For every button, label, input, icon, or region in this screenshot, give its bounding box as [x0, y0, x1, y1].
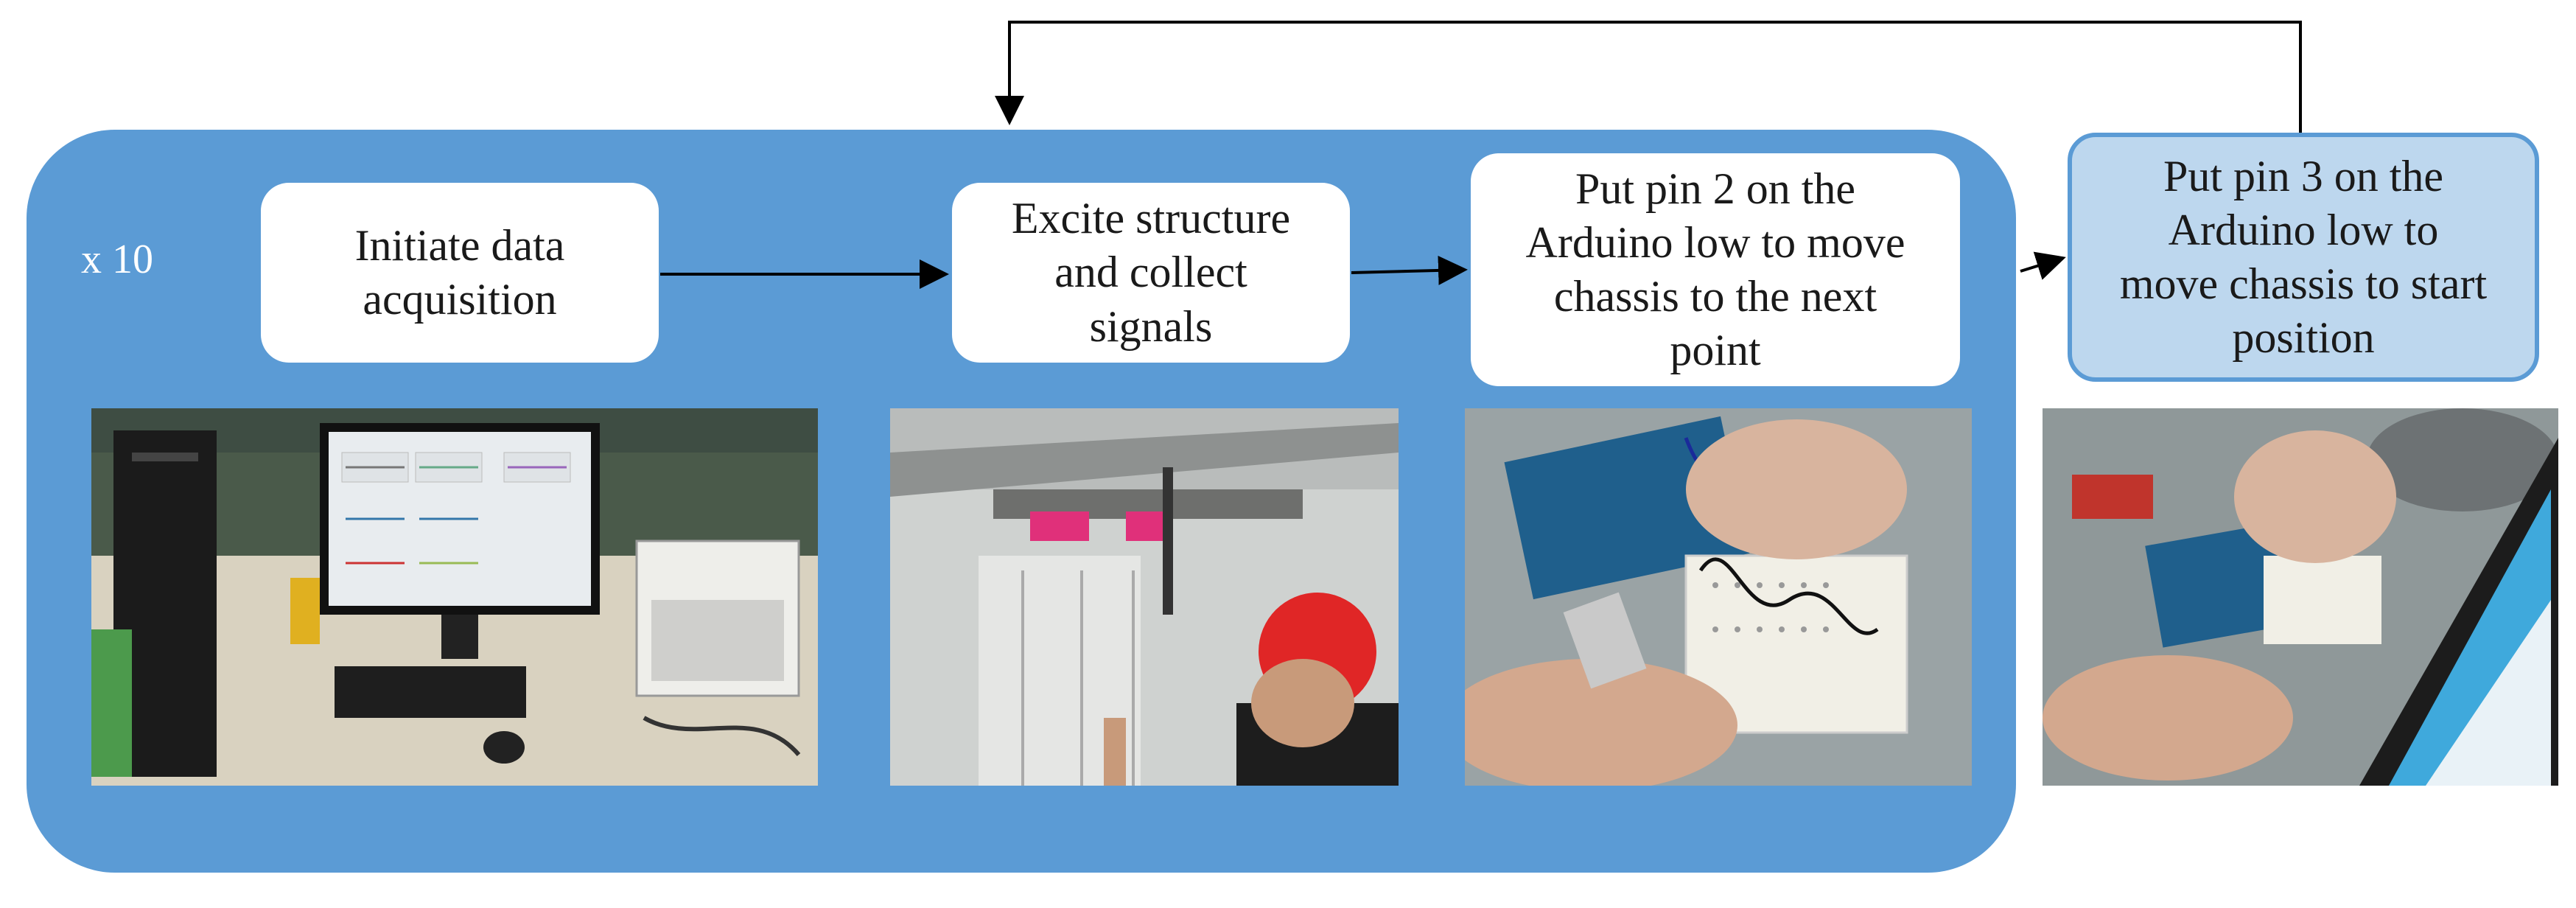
- step-pin3-text: Put pin 3 on the Arduino low to move cha…: [2119, 151, 2488, 363]
- step-excite-structure: Excite structure and collect signals: [952, 183, 1350, 363]
- step-initiate-data-acquisition: Initiate data acquisition: [261, 183, 659, 363]
- photo-daq-workstation: [91, 408, 818, 786]
- arrow-loop-back: [995, 21, 2302, 133]
- photo-structure-excitation: [890, 408, 1399, 786]
- step-excite-text: Excite structure and collect signals: [1011, 194, 1291, 351]
- step-pin2-low: Put pin 2 on the Arduino low to move cha…: [1471, 153, 1960, 386]
- loop-count-label: x 10: [81, 237, 153, 282]
- step-pin2-text: Put pin 2 on the Arduino low to move cha…: [1525, 164, 1905, 375]
- photo-arduino-pin3: [2043, 408, 2558, 786]
- photo-arduino-pin2: [1465, 408, 1972, 786]
- step-pin3-low: Put pin 3 on the Arduino low to move cha…: [2068, 133, 2539, 382]
- arrow-pin2-to-pin3: [2020, 251, 2066, 280]
- step-initiate-text: Initiate data acquisition: [354, 220, 565, 324]
